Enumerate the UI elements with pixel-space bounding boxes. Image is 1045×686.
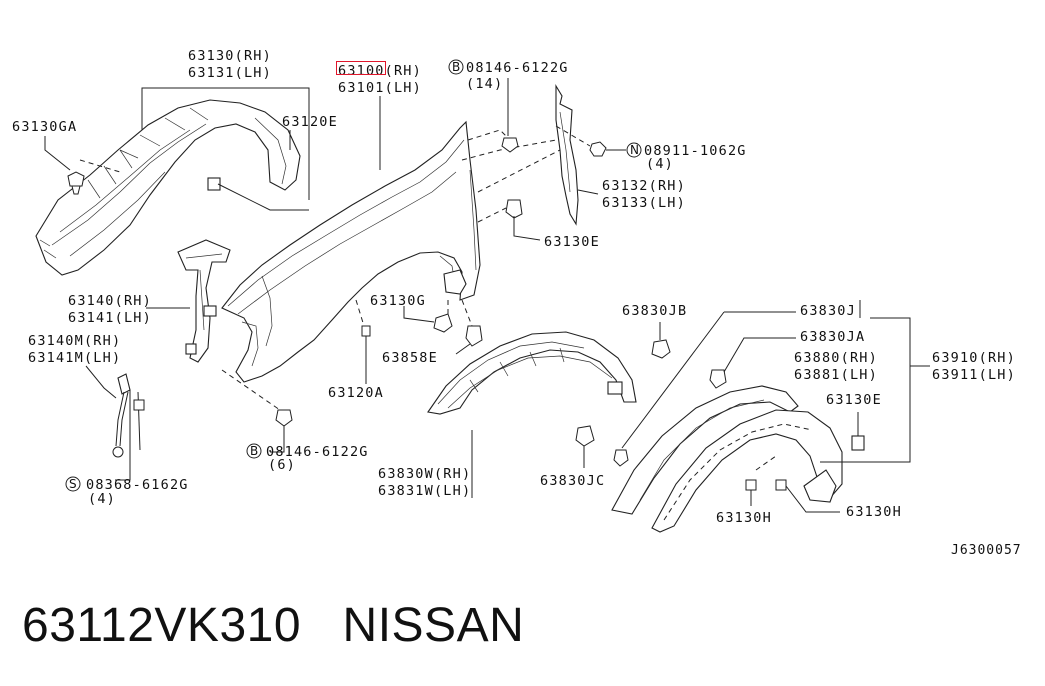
b-circle-bottom: [246, 443, 262, 459]
wheel-arch-flare-63910: [611, 385, 865, 533]
prefix-b-bottom: B: [250, 444, 258, 458]
label-fender-lh: 63101(LH): [338, 80, 422, 96]
label-63830JC: 63830JC: [540, 473, 605, 489]
link-rod-63140M: [112, 373, 145, 458]
label-63911-lh: 63911(LH): [932, 367, 1016, 383]
label-63130GA: 63130GA: [12, 119, 77, 135]
label-nut-qty: (4): [646, 156, 674, 172]
part-number-caption: 63112VK310 NISSAN: [22, 599, 525, 652]
label-63141-lh: 63141(LH): [68, 310, 152, 326]
bolt-08146-bottom: [275, 409, 293, 427]
label-63830JA: 63830JA: [800, 329, 865, 345]
n-circle: [626, 142, 642, 158]
label-63120A: 63120A: [328, 385, 384, 401]
label-63858E: 63858E: [382, 350, 438, 366]
label-screw-number: 08368-6162G: [86, 477, 189, 493]
label-bolt-bottom-number: 08146-6122G: [266, 444, 369, 460]
label-63881-lh: 63881(LH): [794, 367, 878, 383]
highlight-box: [336, 61, 386, 75]
label-63133-lh: 63133(LH): [602, 195, 686, 211]
clip-63830JA: [709, 369, 727, 389]
nut-08911: [589, 141, 607, 157]
clip-63130G: [433, 313, 453, 333]
label-63120E: 63120E: [282, 114, 338, 130]
label-63830W-rh: 63830W(RH): [378, 466, 471, 482]
figure-code: J6300057: [951, 543, 1022, 558]
b-circle-top: [448, 59, 464, 75]
prefix-n: N: [630, 143, 639, 157]
bolt-08146-top: [501, 137, 519, 153]
clip-63130E-upper: [505, 199, 523, 219]
label-63141M-lh: 63141M(LH): [28, 350, 121, 366]
clip-63830JC: [575, 425, 595, 447]
label-63132-rh: 63132(RH): [602, 178, 686, 194]
fender-seal-63132: [555, 84, 579, 226]
clip-63830JB: [651, 339, 671, 359]
label-63830J: 63830J: [800, 303, 856, 319]
label-63910-rh: 63910(RH): [932, 350, 1016, 366]
screw-63130H-b: [775, 479, 787, 491]
label-63130E-upper: 63130E: [544, 234, 600, 250]
label-63140-rh: 63140(RH): [68, 293, 152, 309]
front-splash-shield: [35, 99, 301, 276]
label-fender-rh: 63100(RH): [338, 63, 422, 79]
wheelhouse-liner-63830W: [427, 331, 637, 415]
clip-63858E: [465, 325, 483, 347]
label-63130-rh: 63130(RH): [188, 48, 272, 64]
prefix-s: S: [69, 477, 77, 491]
label-63131-lh: 63131(LH): [188, 65, 272, 81]
screw-63120A: [361, 325, 371, 350]
label-bolt-top-qty: (14): [466, 76, 503, 92]
label-63130H-right: 63130H: [846, 504, 902, 520]
label-bolt-bottom-qty: (6): [268, 457, 296, 473]
label-63831W-lh: 63831W(LH): [378, 483, 471, 499]
label-nut-number: 08911-1062G: [644, 143, 747, 159]
clip-63830J-lower: [613, 449, 629, 467]
screw-63130H-a: [745, 479, 757, 506]
label-screw-qty: (4): [88, 491, 116, 507]
prefix-b-top: B: [452, 60, 460, 74]
label-63130G: 63130G: [370, 293, 426, 309]
label-63130E-lower: 63130E: [826, 392, 882, 408]
clip-63130GA: [67, 171, 85, 195]
label-63880-rh: 63880(RH): [794, 350, 878, 366]
label-bolt-top-number: 08146-6122G: [466, 60, 569, 76]
label-63140M-rh: 63140M(RH): [28, 333, 121, 349]
front-fender-panel: [221, 120, 481, 383]
label-63830JB: 63830JB: [622, 303, 687, 319]
label-63130H-left: 63130H: [716, 510, 772, 526]
fender-bracket-63140: [177, 239, 231, 363]
s-circle: [65, 476, 81, 492]
